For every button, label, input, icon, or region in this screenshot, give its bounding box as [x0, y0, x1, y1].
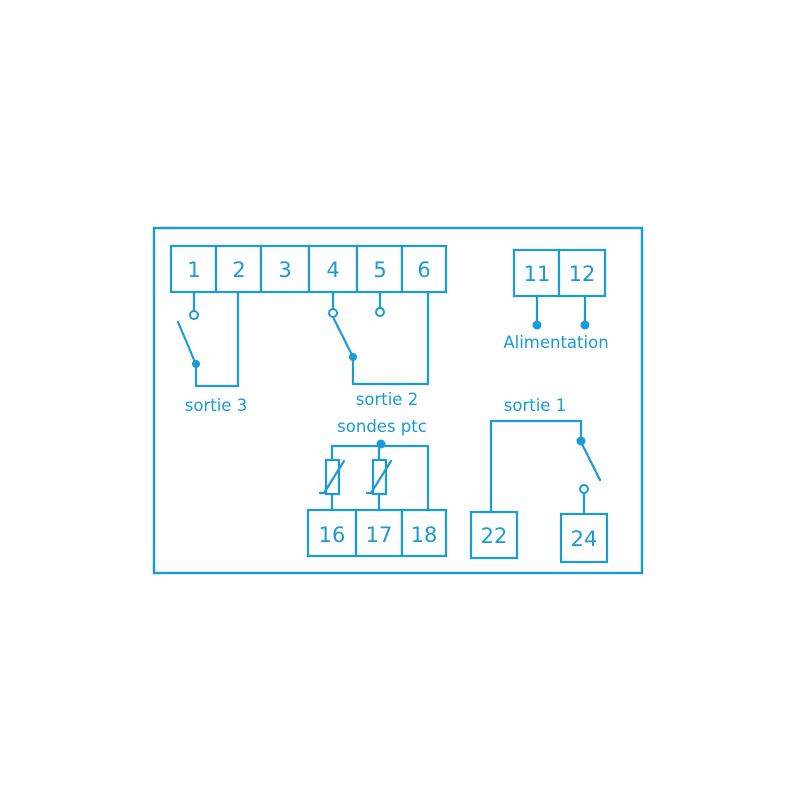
ptc-resistor-2 — [371, 458, 388, 496]
terminal-22-label: 22 — [481, 524, 508, 548]
switch-blade-sortie-3 — [176, 320, 197, 364]
terminal-6-box — [400, 244, 448, 294]
diagram-frame — [152, 226, 644, 575]
terminal-18-label: 18 — [411, 523, 438, 547]
terminal-12-box — [557, 248, 607, 298]
label-sortie-1: sortie 1 — [504, 396, 566, 415]
terminal-block-11-12: 11 12 — [512, 248, 607, 298]
contact-open-terminal-5 — [375, 307, 385, 317]
ptc-probes — [318, 439, 430, 512]
terminal-4-label: 4 — [326, 258, 339, 282]
contact-open-terminal-24 — [579, 484, 589, 494]
terminal-11-box — [512, 248, 561, 298]
terminal-2-label: 2 — [232, 258, 245, 282]
supply-dot-11 — [532, 320, 542, 330]
label-sondes-ptc: sondes ptc — [337, 417, 427, 436]
contact-open-terminal-1 — [189, 310, 199, 320]
terminal-4-box — [307, 244, 359, 294]
terminal-3-label: 3 — [278, 258, 291, 282]
terminal-block-1-6: 1 2 3 4 5 6 — [169, 244, 448, 294]
terminal-24-box — [559, 512, 609, 564]
switch-blade-sortie-1 — [580, 442, 602, 482]
relay-sortie-3 — [176, 290, 240, 388]
terminal-6-label: 6 — [417, 258, 430, 282]
terminal-22-box — [469, 510, 519, 560]
label-sortie-2: sortie 2 — [356, 390, 418, 409]
terminal-18-box — [400, 508, 448, 558]
relay-sortie-1 — [489, 419, 602, 516]
terminal-11-label: 11 — [524, 262, 551, 286]
terminal-16-box — [306, 508, 358, 558]
terminal-12-label: 12 — [569, 262, 596, 286]
contact-open-terminal-4 — [328, 308, 338, 318]
ptc-resistor-1 — [324, 458, 341, 496]
terminal-5-label: 5 — [373, 258, 386, 282]
terminal-17-label: 17 — [366, 523, 393, 547]
label-sortie-3: sortie 3 — [185, 396, 247, 415]
label-alimentation: Alimentation — [503, 333, 608, 352]
pivot-sortie-1 — [576, 436, 586, 446]
terminal-block-16-18: 16 17 18 — [306, 508, 448, 558]
supply-dot-12 — [580, 320, 590, 330]
ptc-common-dot — [376, 439, 386, 449]
terminal-16-label: 16 — [319, 523, 346, 547]
terminal-24-label: 24 — [571, 527, 598, 551]
relay-sortie-2 — [328, 290, 430, 386]
terminal-17-box — [354, 508, 404, 558]
switch-blade-sortie-2 — [332, 317, 354, 357]
terminal-1-label: 1 — [187, 258, 200, 282]
